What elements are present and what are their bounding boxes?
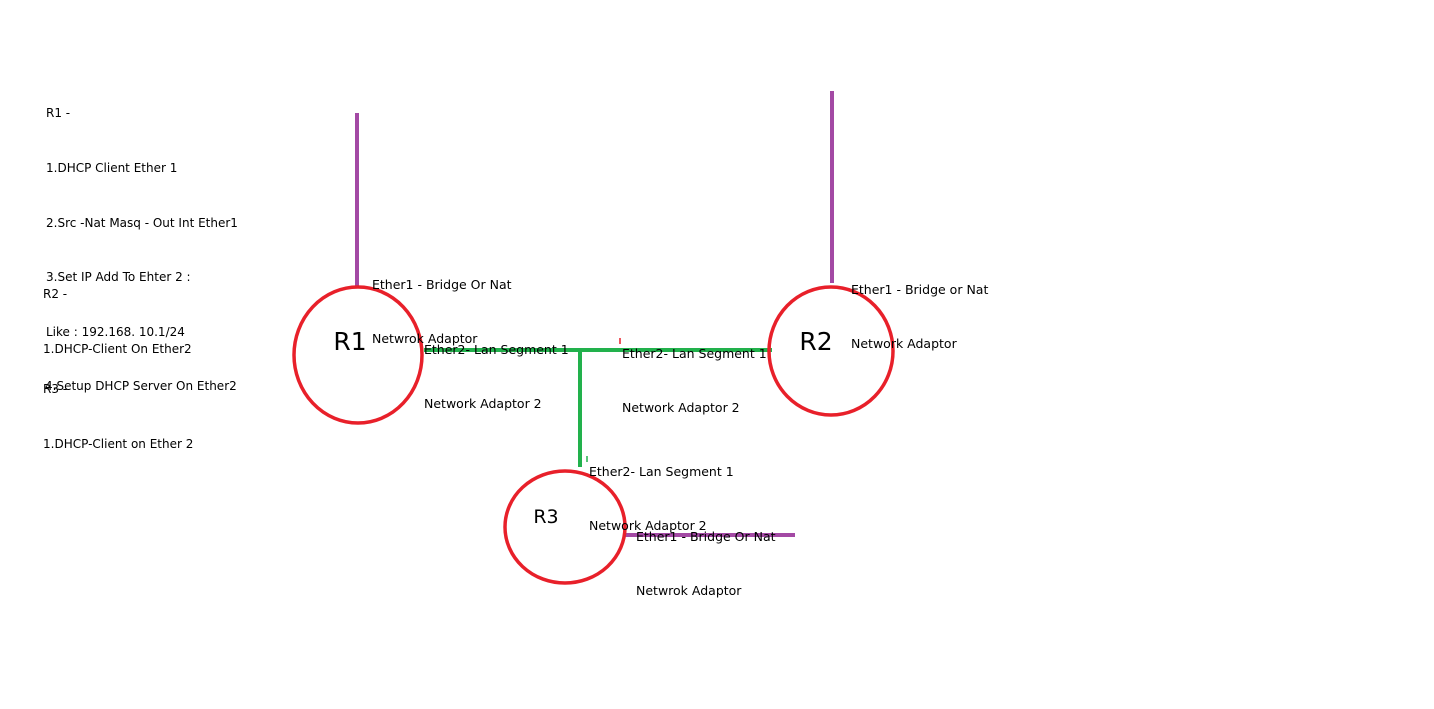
label-r2-ether1: Ether1 - Bridge or Nat Network Adaptor [851, 245, 988, 371]
note-r3: R3 - 1.DHCP-Client on Ether 2 [43, 344, 193, 471]
router-r1-name: R1 [333, 327, 366, 356]
label-r3-ether1: Ether1 - Bridge Or Nat Netwrok Adaptor [636, 492, 776, 618]
router-r3-circle [503, 469, 627, 585]
label-r2-ether2: Ether2- Lan Segment 1 Network Adaptor 2 [622, 309, 767, 435]
router-r2-name: R2 [799, 327, 832, 356]
note-r1-line: 3.Set IP Add To Ehter 2 : [46, 270, 191, 285]
note-r1-line: Like : 192.168. 10.1/24 [46, 324, 185, 339]
label-line: Network Adaptor 2 [622, 400, 740, 415]
note-r3-line: 1.DHCP-Client on Ether 2 [43, 437, 194, 452]
note-r2: R2 - 1.DHCP-Client On Ether2 [43, 249, 192, 376]
label-line: Ether1 - Bridge Or Nat [372, 277, 512, 292]
note-r1: R1 - 1.DHCP Client Ether 1 2.Src -Nat Ma… [45, 68, 238, 414]
router-r3-name: R3 [533, 506, 558, 528]
label-line: Ether1 - Bridge or Nat [851, 282, 989, 297]
router-r1: R1 [292, 285, 424, 425]
label-line: Ether2- Lan Segment 1 [424, 342, 569, 357]
label-r1-ether2: Ether2- Lan Segment 1 Network Adaptor 2 [424, 305, 569, 431]
label-r1-ether1: Ether1 - Bridge Or Nat Netwrok Adaptor [372, 240, 512, 366]
note-r1-line: 2.Src -Nat Masq - Out Int Ether1 [46, 215, 238, 230]
label-line: Ether2- Lan Segment 1 [622, 346, 767, 361]
note-r3-title: R3 - [43, 382, 68, 397]
label-line: Netwrok Adaptor [636, 583, 742, 598]
label-line: Network Adaptor [851, 336, 957, 351]
label-line: Ether2- Lan Segment 1 [589, 464, 734, 479]
note-r1-title: R1 - [46, 106, 71, 121]
router-r3: R3 [503, 469, 627, 585]
note-r2-title: R2 - [43, 287, 68, 302]
label-r3-ether2: Ether2- Lan Segment 1 Network Adaptor 2 [589, 427, 734, 553]
router-r2-circle [767, 285, 895, 417]
note-r2-line: 1.DHCP-Client On Ether2 [43, 342, 192, 357]
router-r2: R2 [767, 285, 895, 417]
label-line: Network Adaptor 2 [589, 518, 707, 533]
note-r1-line: 4.Setup DHCP Server On Ether2 [45, 379, 237, 394]
router-r1-circle [292, 285, 424, 425]
label-line: Ether1 - Bridge Or Nat [636, 529, 776, 544]
label-line: Netwrok Adaptor [372, 331, 478, 346]
label-line: Network Adaptor 2 [424, 396, 542, 411]
note-r1-line: 1.DHCP Client Ether 1 [46, 161, 178, 176]
